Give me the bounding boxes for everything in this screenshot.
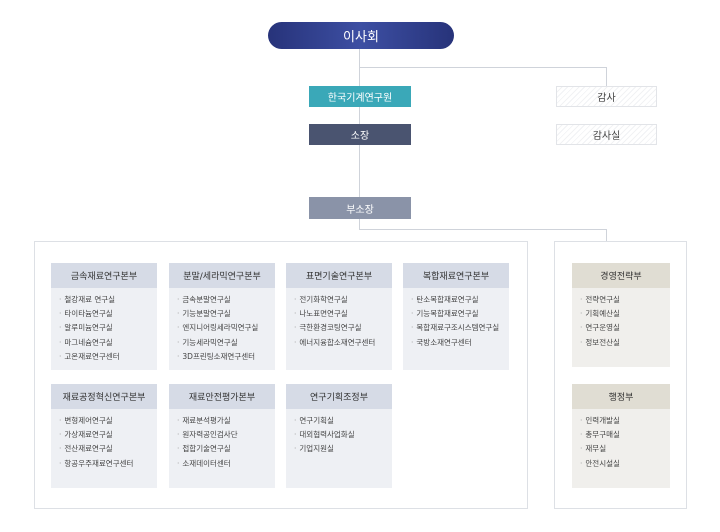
board-label: 이사회	[343, 30, 379, 45]
dept-safety-evaluation: 재료안전평가본부 재료분석평가실 원자력공인검사단 접합기술연구실 소재데이터센…	[169, 384, 275, 488]
unit-item: 접합기술연구실	[177, 442, 275, 456]
unit-item: 국방소재연구센터	[411, 336, 509, 350]
unit-item: 마그네슘연구실	[59, 336, 157, 350]
unit-item: 전기화학연구실	[294, 293, 392, 307]
research-panel: 금속재료연구본부 철강재료 연구실 타이타늄연구실 알루미늄연구실 마그네슘연구…	[34, 241, 528, 509]
audit-office-label: 감사실	[592, 131, 621, 142]
dept-header: 경영전략부	[572, 263, 670, 288]
unit-item: 재무실	[580, 442, 670, 456]
unit-item: 나노표면연구실	[294, 307, 392, 321]
unit-item: 기획예산실	[580, 307, 670, 321]
unit-item: 연구운영실	[580, 321, 670, 335]
vice-director-node: 부소장	[309, 197, 411, 219]
unit-item: 극한환경코팅연구실	[294, 321, 392, 335]
unit-item: 탄소복합재료연구실	[411, 293, 509, 307]
unit-item: 연구기획실	[294, 414, 392, 428]
connector-branch-horizontal	[359, 229, 606, 230]
dept-metal: 금속재료연구본부 철강재료 연구실 타이타늄연구실 알루미늄연구실 마그네슘연구…	[51, 263, 157, 370]
director-label: 소장	[350, 131, 370, 142]
institute-label: 한국기계연구원	[327, 93, 393, 104]
dept-header: 재료안전평가본부	[169, 384, 275, 409]
unit-item: 정보전산실	[580, 336, 670, 350]
unit-item: 기능복합재료연구실	[411, 307, 509, 321]
unit-item: 3D프린팅소재연구센터	[177, 350, 275, 364]
unit-item: 재료분석평가실	[177, 414, 275, 428]
dept-administration: 행정부 인력개발실 총무구매실 재무실 안전시설실	[572, 384, 670, 488]
connector-kimm-director	[359, 107, 360, 124]
unit-item: 엔지니어링세라믹연구실	[177, 321, 275, 335]
auditor-node: 감사	[556, 86, 657, 107]
unit-item: 변형제어연구실	[59, 414, 157, 428]
unit-item: 기능세라믹연구실	[177, 336, 275, 350]
dept-header: 재료공정혁신연구본부	[51, 384, 157, 409]
dept-header: 연구기획조정부	[286, 384, 392, 409]
unit-item: 안전시설실	[580, 457, 670, 471]
connector-audit-vertical	[606, 67, 607, 86]
unit-item: 전략연구실	[580, 293, 670, 307]
dept-header: 분말/세라믹연구본부	[169, 263, 275, 288]
auditor-label: 감사	[597, 93, 616, 104]
vice-director-label: 부소장	[346, 204, 374, 216]
unit-item: 가상재료연구실	[59, 428, 157, 442]
dept-header: 금속재료연구본부	[51, 263, 157, 288]
connector-mgmt-vertical	[606, 229, 607, 241]
unit-item: 대외협력사업화실	[294, 428, 392, 442]
unit-item: 알루미늄연구실	[59, 321, 157, 335]
unit-item: 복합재료구조시스템연구실	[411, 321, 509, 335]
unit-item: 타이타늄연구실	[59, 307, 157, 321]
unit-item: 전산재료연구실	[59, 442, 157, 456]
connector-director-vice	[359, 145, 360, 197]
institute-node: 한국기계연구원	[309, 86, 411, 107]
dept-composite: 복합재료연구본부 탄소복합재료연구실 기능복합재료연구실 복합재료구조시스템연구…	[403, 263, 509, 370]
dept-research-planning: 연구기획조정부 연구기획실 대외협력사업화실 기업지원실	[286, 384, 392, 488]
connector-vice-down	[359, 219, 360, 229]
dept-header: 복합재료연구본부	[403, 263, 509, 288]
connector-audit-horizontal	[359, 67, 606, 68]
management-panel: 경영전략부 전략연구실 기획예산실 연구운영실 정보전산실 행정부 인력개발실 …	[554, 241, 687, 509]
unit-item: 기능분말연구실	[177, 307, 275, 321]
unit-item: 항공우주재료연구센터	[59, 457, 157, 471]
dept-powder-ceramic: 분말/세라믹연구본부 금속분말연구실 기능분말연구실 엔지니어링세라믹연구실 기…	[169, 263, 275, 370]
director-node: 소장	[309, 124, 411, 145]
dept-management-strategy: 경영전략부 전략연구실 기획예산실 연구운영실 정보전산실	[572, 263, 670, 367]
unit-item: 기업지원실	[294, 442, 392, 456]
audit-office-node: 감사실	[556, 124, 657, 145]
board-node: 이사회	[268, 22, 454, 49]
dept-header: 행정부	[572, 384, 670, 409]
unit-item: 원자력공인검사단	[177, 428, 275, 442]
unit-item: 소재데이터센터	[177, 457, 275, 471]
dept-header: 표면기술연구본부	[286, 263, 392, 288]
unit-item: 에너지융합소재연구센터	[294, 336, 392, 350]
unit-item: 총무구매실	[580, 428, 670, 442]
unit-item: 고온재료연구센터	[59, 350, 157, 364]
unit-item: 철강재료 연구실	[59, 293, 157, 307]
dept-process-innovation: 재료공정혁신연구본부 변형제어연구실 가상재료연구실 전산재료연구실 항공우주재…	[51, 384, 157, 488]
unit-item: 금속분말연구실	[177, 293, 275, 307]
unit-item: 인력개발실	[580, 414, 670, 428]
dept-surface: 표면기술연구본부 전기화학연구실 나노표면연구실 극한환경코팅연구실 에너지융합…	[286, 263, 392, 370]
